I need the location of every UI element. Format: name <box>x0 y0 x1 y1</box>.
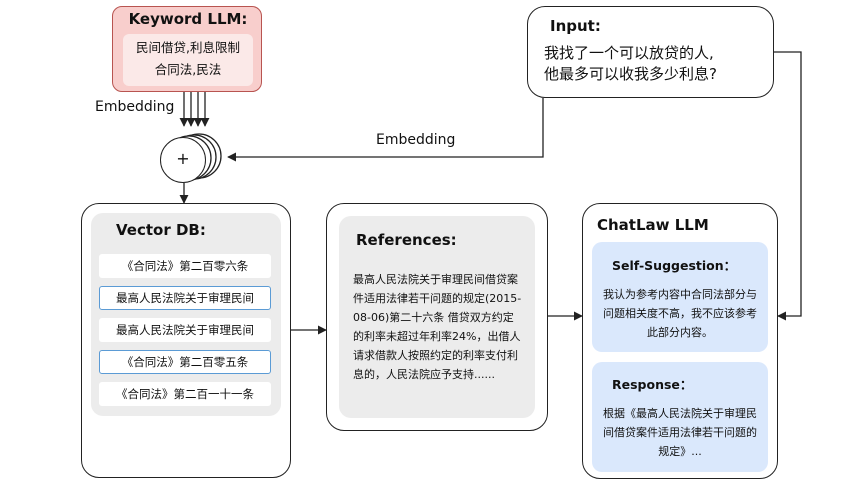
vector-db-item: 《合同法》第二百一十一条 <box>99 382 271 406</box>
chatlaw-title: ChatLaw LLM <box>597 216 709 234</box>
references-title: References: <box>356 231 457 249</box>
input-to-chatlaw-arrow <box>774 51 802 321</box>
response-text: 根据《最高人民法院关于审理民间借贷案件适用法律若干问题的规定》... <box>603 407 757 458</box>
input-title: Input: <box>550 17 601 35</box>
keyword-llm-line-1: 民间借贷,利息限制 <box>136 40 240 55</box>
self-suggestion-card <box>592 242 768 352</box>
self-suggestion-text: 我认为参考内容中合同法部分与问题相关度不高，我不应该参考此部分内容。 <box>603 288 757 339</box>
references-card <box>339 216 535 418</box>
vector-db-item: 《合同法》第二百零六条 <box>99 254 271 278</box>
embedding-label-left: Embedding <box>95 99 175 115</box>
self-suggestion-title: Self-Suggestion： <box>612 258 737 273</box>
vector-db-title: Vector DB: <box>116 221 206 239</box>
response-card <box>592 362 768 472</box>
vector-db-item-selected: 最高人民法院关于审理民间 <box>99 286 271 310</box>
keyword-llm-line-2: 合同法,民法 <box>154 62 222 77</box>
vector-db-item: 最高人民法院关于审理民间 <box>99 318 271 342</box>
embedding-label-right: Embedding <box>376 132 456 148</box>
references-text: 最高人民法院关于审理民间借贷案件适用法律若干问题的规定(2015-08-06)第… <box>353 273 522 381</box>
merge-node: + <box>160 137 206 183</box>
input-to-merge-arrow <box>227 98 544 162</box>
keyword-llm-title: Keyword LLM: <box>128 10 248 28</box>
vector-db-item-selected: 《合同法》第二百零五条 <box>99 350 271 374</box>
keyword-llm-content: 民间借贷,利息限制 合同法,民法 <box>123 34 253 86</box>
response-title: Response： <box>612 377 693 392</box>
input-node: Input: 我找了一个可以放贷的人, 他最多可以收我多少利息? <box>527 6 774 98</box>
input-text: 我找了一个可以放贷的人, 他最多可以收我多少利息? <box>544 43 766 85</box>
input-line-1: 我找了一个可以放贷的人, <box>544 44 714 62</box>
keyword-llm-node: Keyword LLM: 民间借贷,利息限制 合同法,民法 <box>112 6 262 92</box>
input-line-2: 他最多可以收我多少利息? <box>544 65 717 83</box>
